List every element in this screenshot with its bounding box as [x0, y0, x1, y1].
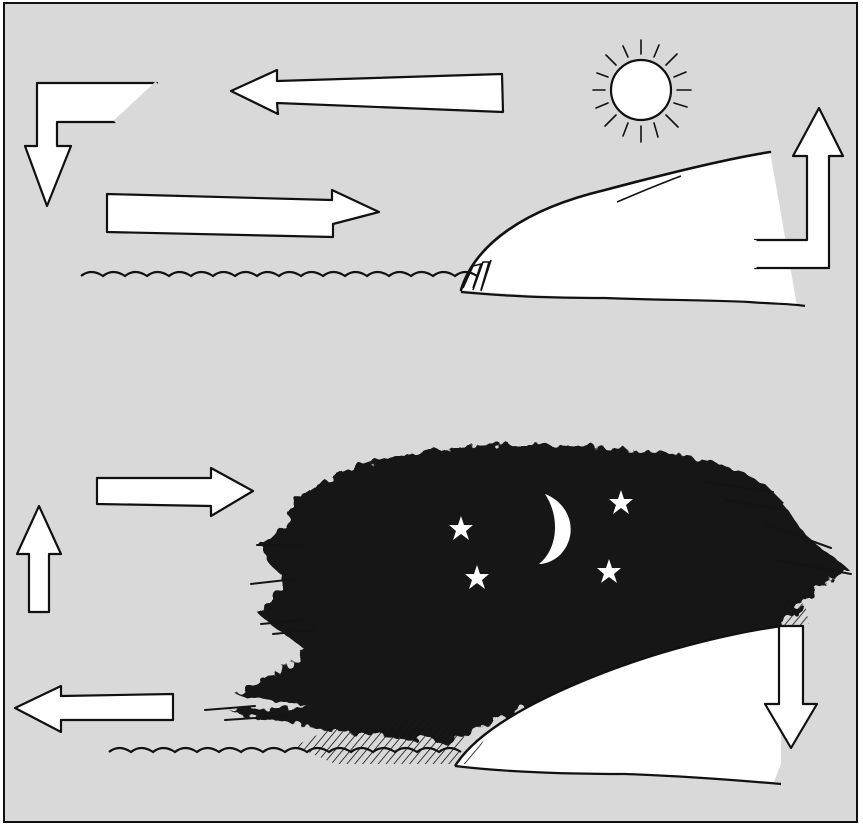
day-panel	[25, 40, 843, 306]
sea-land-breeze-diagram	[5, 4, 856, 821]
night-panel	[15, 444, 851, 784]
arrow-up-icon	[17, 506, 61, 612]
sun-icon	[593, 40, 691, 142]
arrow-left-icon	[231, 70, 503, 114]
arrow-left-icon	[15, 686, 173, 732]
land-day	[461, 152, 805, 306]
sea-surface-day	[81, 272, 477, 276]
arrow-right-icon	[107, 190, 379, 237]
arrow-right-icon	[97, 468, 253, 516]
diagram-frame	[3, 2, 858, 823]
